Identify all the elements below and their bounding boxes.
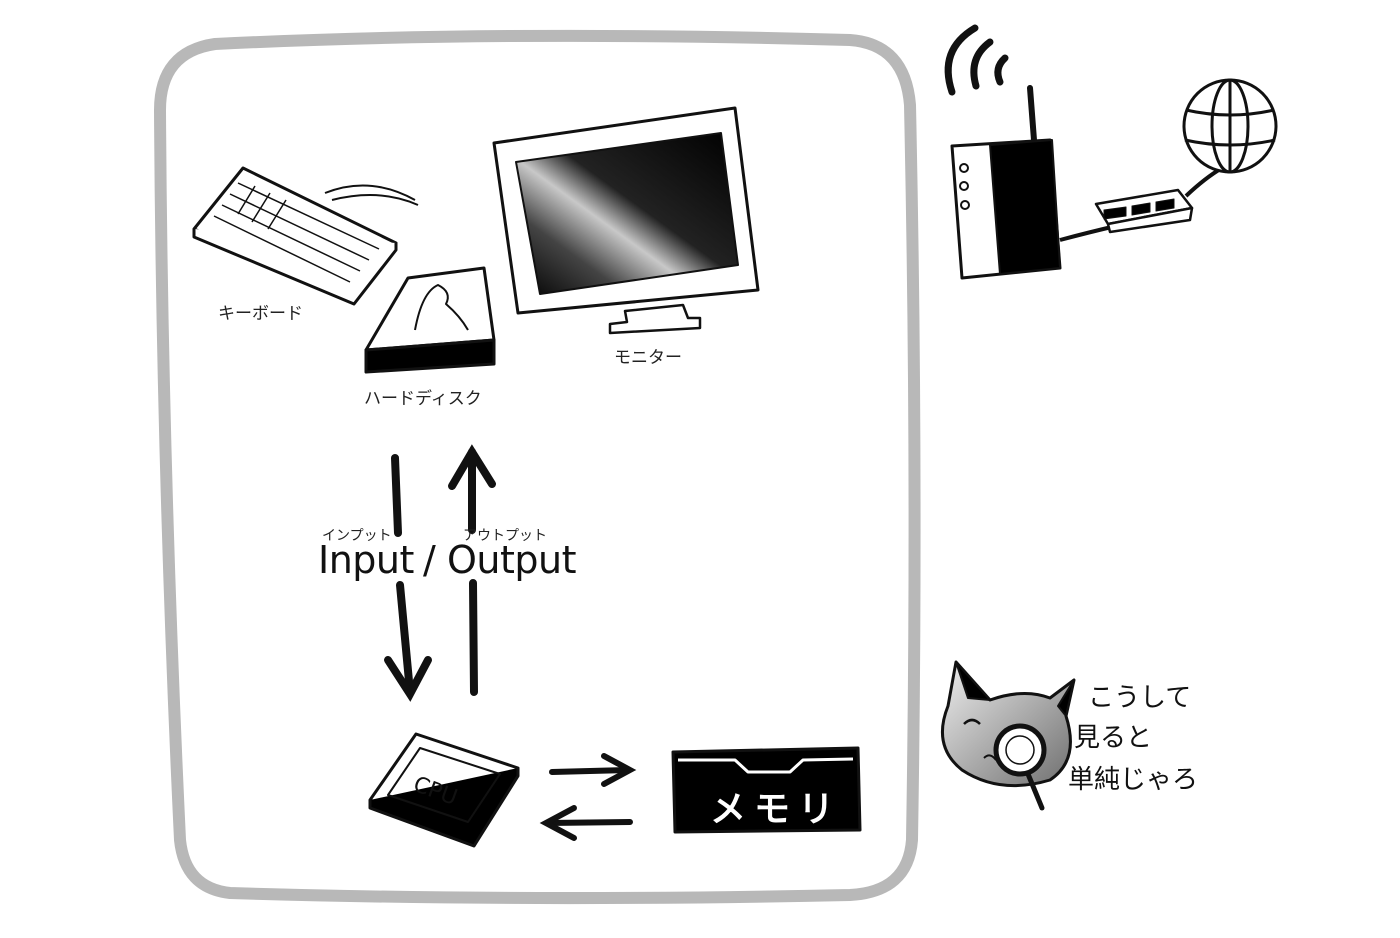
- cpu-icon: CPU: [368, 732, 520, 848]
- input-label: Input: [318, 538, 414, 582]
- wifi-icon: [944, 24, 1009, 96]
- speech-line-2: 見ると: [1074, 723, 1153, 753]
- monitor-label: モニター: [614, 348, 682, 368]
- network-hub-icon: [1094, 188, 1194, 234]
- hard-disk-icon: [364, 266, 496, 374]
- input-ruby: インプット: [322, 528, 392, 544]
- input-arrow: [384, 454, 432, 702]
- output-arrow: [448, 444, 496, 696]
- speech-line-1: こうして: [1088, 683, 1192, 713]
- magnifier-icon: [993, 723, 1047, 811]
- globe-icon: [1182, 78, 1278, 174]
- output-ruby: アウトプット: [463, 528, 547, 544]
- cpu-to-memory-arrow: [549, 753, 637, 787]
- memory-icon: [671, 746, 862, 834]
- router-icon: [950, 85, 1062, 280]
- io-separator: /: [423, 538, 436, 582]
- output-label: Output: [447, 538, 577, 582]
- memory-label: メモリ: [710, 789, 843, 830]
- computer-frame: [154, 29, 921, 905]
- memory-to-cpu-arrow: [539, 805, 633, 841]
- monitor-icon: [492, 106, 760, 335]
- keyboard-icon: [192, 166, 419, 306]
- hard-disk-label: ハードディスク: [364, 389, 482, 409]
- keyboard-label: キーボード: [218, 304, 303, 324]
- speech-line-3: 単純じゃろ: [1068, 765, 1199, 795]
